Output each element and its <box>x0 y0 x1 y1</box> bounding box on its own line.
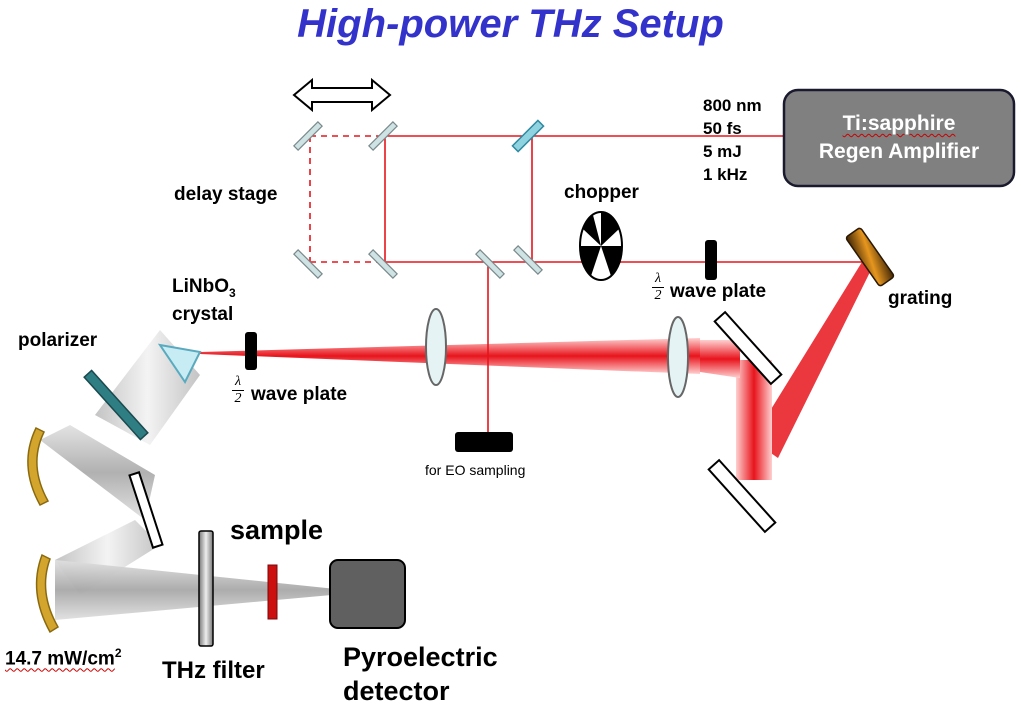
wave-plate-label-pump: wave plate <box>670 281 767 302</box>
crystal-word: crystal <box>172 303 234 325</box>
laser-box-label: Ti:sapphire Regen Amplifier <box>784 110 1014 166</box>
grating <box>845 227 895 287</box>
thz-filter <box>198 530 214 647</box>
eo-sampling-detector <box>455 432 513 452</box>
crystal-formula: LiNbO <box>172 276 229 297</box>
linbo3-crystal <box>157 343 202 384</box>
laser-name: Ti:sapphire <box>842 112 956 135</box>
laser-type: Regen Amplifier <box>818 140 980 163</box>
pump-beam <box>200 262 872 480</box>
spec-repetition-rate: 1 kHz <box>703 165 748 184</box>
eo-sampling-label: for EO sampling <box>425 462 526 478</box>
lens-left <box>425 308 447 386</box>
spec-pulse-energy: 5 mJ <box>703 142 742 161</box>
sample-label: sample <box>230 515 324 545</box>
spec-pulse-duration: 50 fs <box>703 119 742 138</box>
laser-specs: 800 nm 50 fs 5 mJ 1 kHz <box>703 94 762 186</box>
detector-label-line2: detector <box>343 676 450 706</box>
polarizer <box>83 369 149 441</box>
laser-box <box>782 88 1016 188</box>
mirror-eo-pickoff <box>475 249 505 279</box>
beam-splitter <box>511 119 545 153</box>
wave-plate-label-crystal: wave plate <box>251 384 348 405</box>
thz-flat-mirror <box>128 471 164 549</box>
half-wave-plate-pump <box>705 240 717 280</box>
crystal-label: LiNbO3 crystal <box>172 276 236 326</box>
mirror-delay-bottom-right <box>368 249 398 279</box>
half-wave-plate-crystal <box>245 332 257 370</box>
delay-stage-label: delay stage <box>174 184 278 205</box>
mirrors <box>293 121 543 279</box>
pyroelectric-detector <box>329 559 406 629</box>
page-title: High-power THz Setup <box>297 2 724 46</box>
detector-label: Pyroelectric detector <box>343 640 498 708</box>
laser-lines <box>309 135 862 432</box>
mirror-delay-bottom-left <box>293 249 323 279</box>
sample <box>267 564 278 620</box>
power-value: 14.7 mW/cm <box>5 648 115 670</box>
chopper-label: chopper <box>564 182 639 203</box>
power-superscript: 2 <box>114 646 122 660</box>
parabolic-mirror-upper <box>27 426 50 506</box>
spec-wavelength: 800 nm <box>703 96 762 115</box>
polarizer-label: polarizer <box>18 330 98 351</box>
mirror-pump-lower <box>707 458 777 534</box>
chopper-icon <box>579 211 623 281</box>
mirror-pump <box>513 245 543 275</box>
power-label: 14.7 mW/cm2 <box>5 646 122 670</box>
mirror-delay-top-left <box>293 121 323 151</box>
mirror-delay-top-right <box>368 121 398 151</box>
detector-label-line1: Pyroelectric <box>343 642 498 672</box>
mirror-pump-upper <box>713 310 783 386</box>
parabolic-mirror-lower <box>35 553 60 634</box>
double-arrow-icon <box>292 77 392 113</box>
grating-label: grating <box>888 288 953 309</box>
lens-right <box>667 316 689 398</box>
thz-filter-label: THz filter <box>162 657 265 684</box>
crystal-subscript: 3 <box>229 285 236 300</box>
